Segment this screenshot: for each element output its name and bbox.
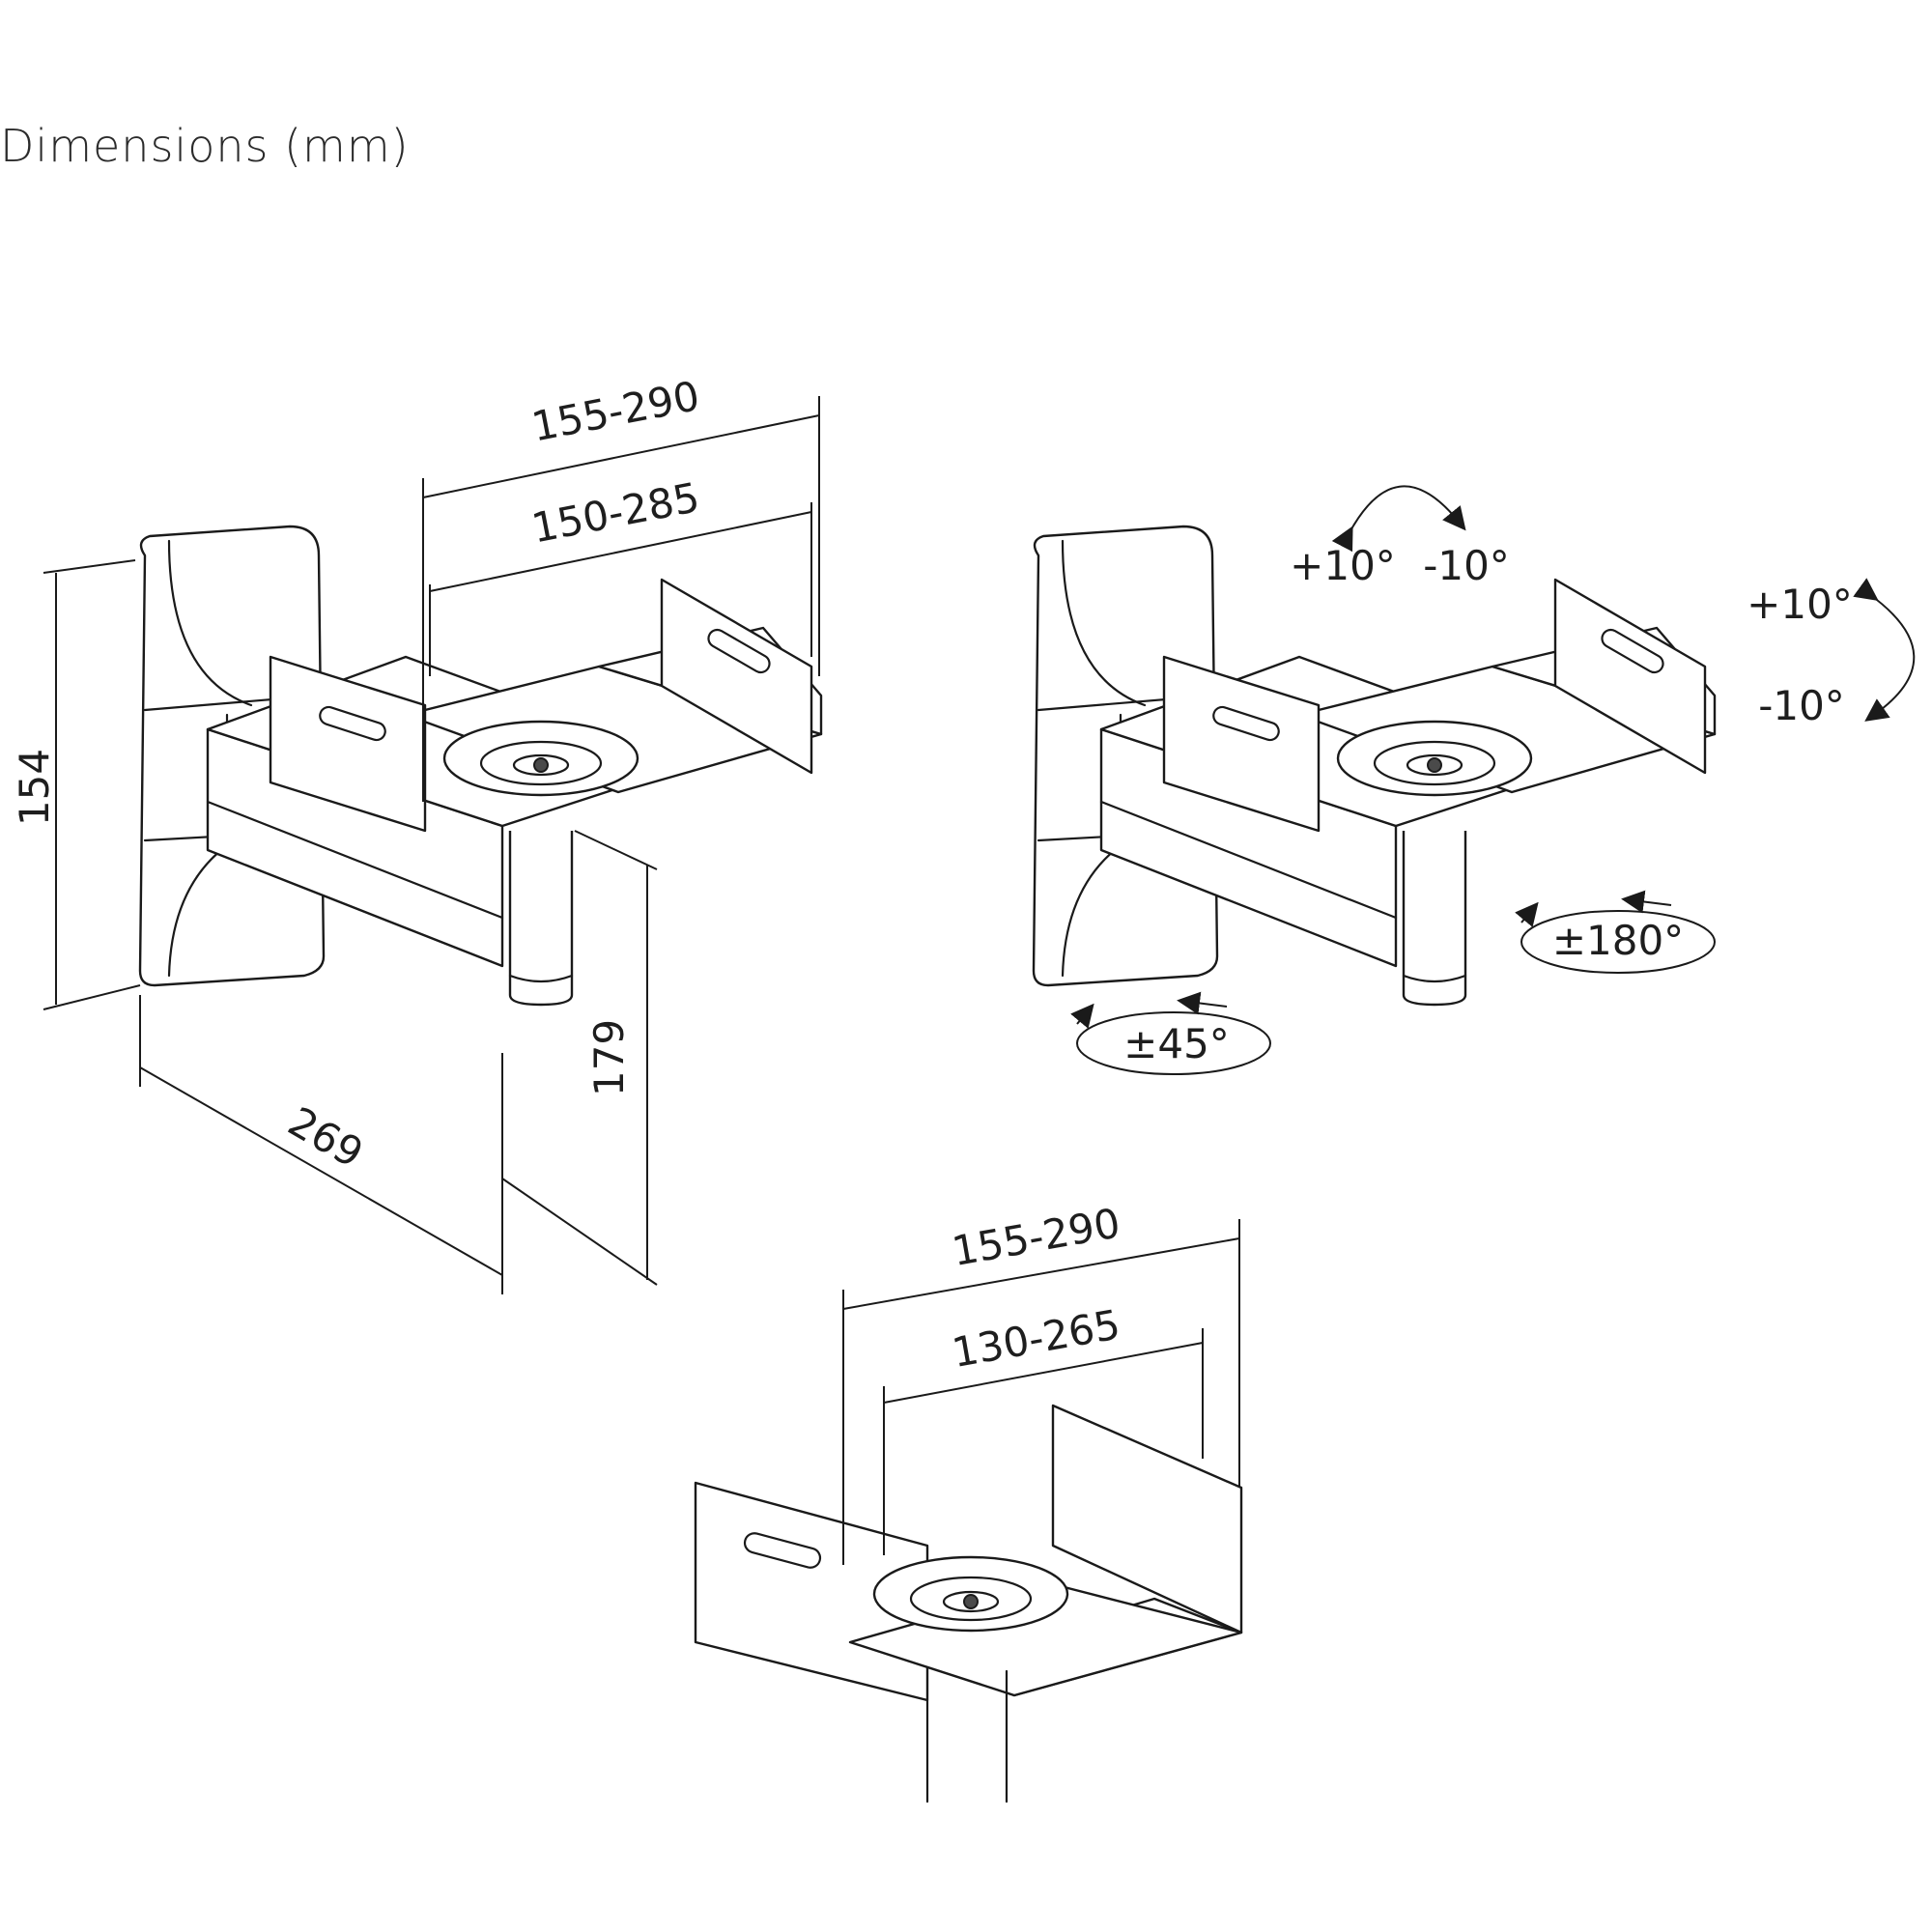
view2-side-tilt-plus-label: +10° xyxy=(1747,581,1853,628)
view2-rotate-platform-label: ±180° xyxy=(1552,917,1684,964)
view1-mount xyxy=(138,525,823,1007)
view3-platform xyxy=(694,1404,1243,1804)
view1-dim-depth: 269 xyxy=(139,995,503,1294)
view1-dim-total-height: 179 xyxy=(501,830,658,1286)
view3-width-inner-label: 130-265 xyxy=(949,1300,1123,1377)
view1-total-height-label: 179 xyxy=(585,1019,633,1096)
page-title: Dimensions (mm) xyxy=(0,120,410,172)
view2-side-tilt-minus-label: -10° xyxy=(1758,682,1845,729)
view1-width-outer-label: 155-290 xyxy=(527,372,703,451)
view2-tilt-minus-label: -10° xyxy=(1423,542,1510,589)
view1-height-label: 154 xyxy=(11,749,58,826)
view2-tilt-arrows: +10° -10° xyxy=(1290,485,1510,589)
view1-dim-height: 154 xyxy=(11,559,141,1010)
view1-depth-label: 269 xyxy=(280,1097,371,1178)
view2-swivel-arm: ±45° xyxy=(1070,991,1271,1075)
view2-swivel-arm-label: ±45° xyxy=(1123,1020,1230,1067)
view2-rotate-platform: ±180° xyxy=(1515,890,1716,974)
view2-side-tilt-arrows: +10° -10° xyxy=(1747,578,1916,729)
view2-tilt-plus-label: +10° xyxy=(1290,542,1396,589)
